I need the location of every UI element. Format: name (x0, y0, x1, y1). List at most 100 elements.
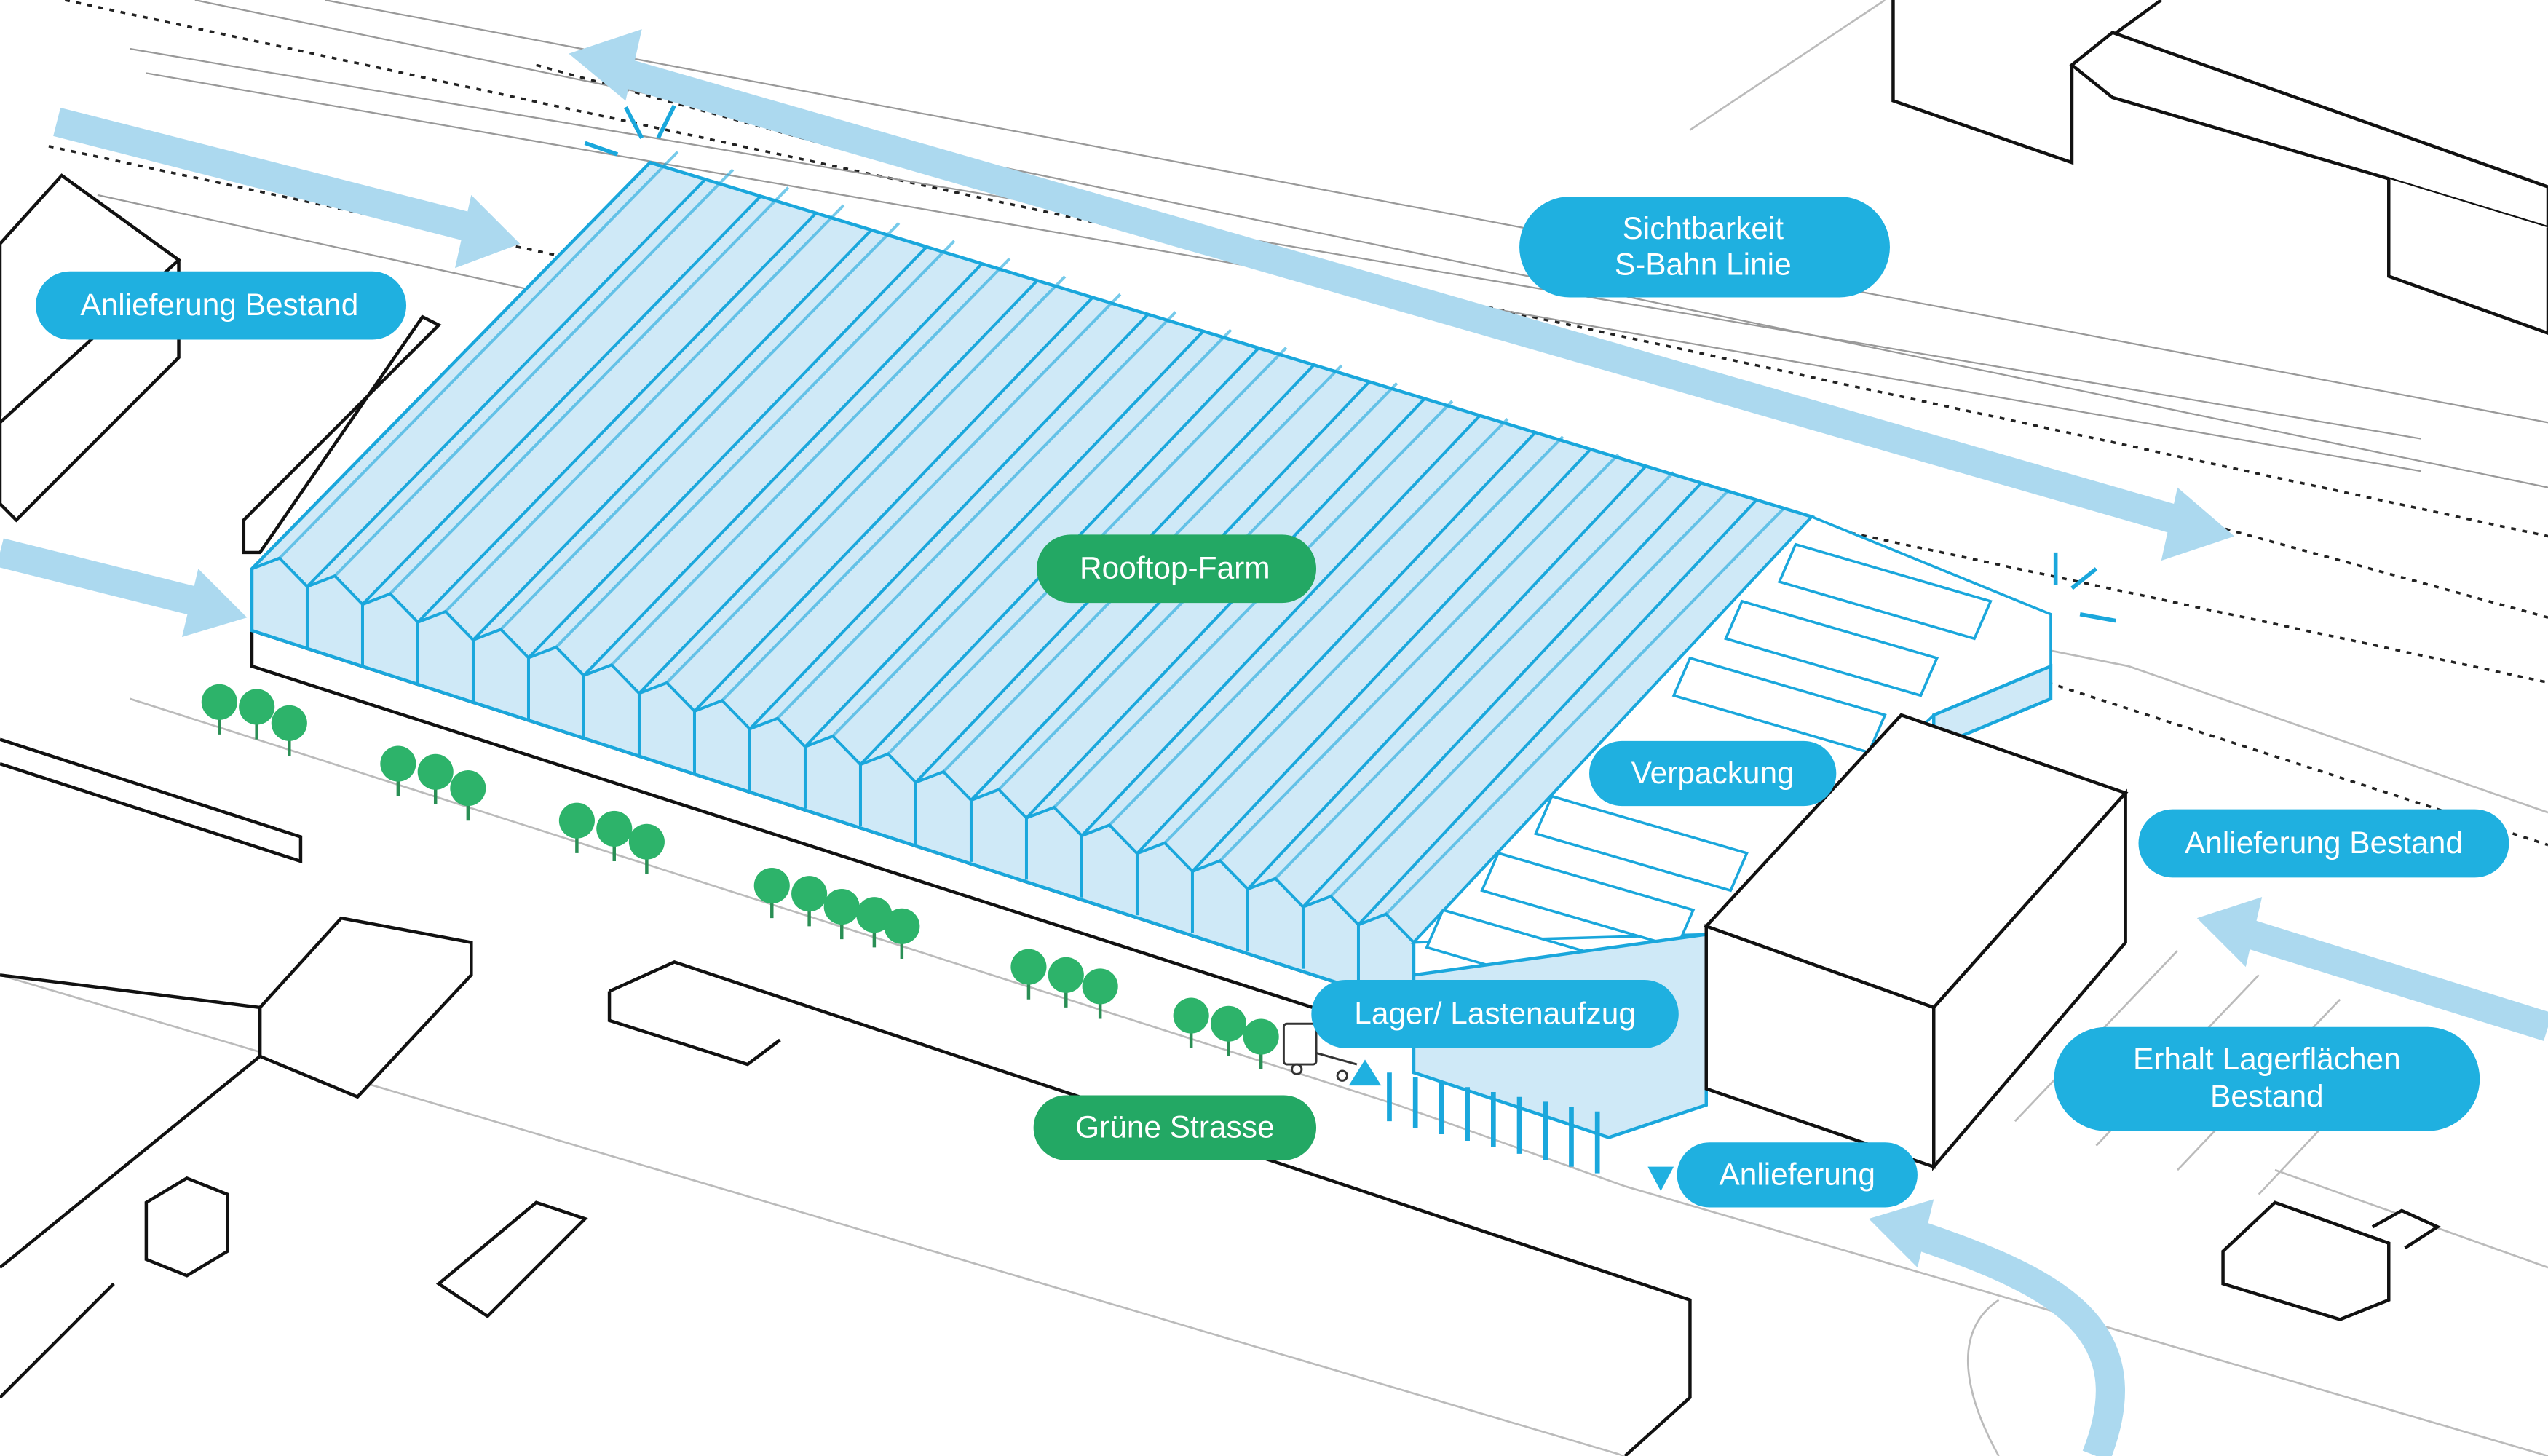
greenhouse-gable (1136, 841, 1194, 873)
greenhouse-valley (1053, 400, 1454, 809)
label-text: S-Bahn Linie (1615, 247, 1792, 281)
tree-icon (791, 876, 828, 912)
tree-icon (1082, 968, 1118, 1005)
label-gruene-strasse: Grüne Strasse (1033, 1095, 1317, 1160)
label-text: Anlieferung (1719, 1157, 1875, 1191)
trees (201, 684, 1279, 1069)
tree-icon (628, 823, 665, 860)
label-anlieferung: Anlieferung (1677, 1142, 1918, 1208)
greenhouse-valley (1385, 507, 1786, 916)
tree-icon (823, 888, 860, 925)
greenhouse-gable (528, 645, 585, 677)
label-text: Anlieferung Bestand (2185, 826, 2463, 860)
greenhouse-ridge (1191, 448, 1592, 873)
greenhouse-ridge (638, 280, 1039, 695)
greenhouse-ridge (1357, 499, 1758, 926)
greenhouse-ridge (250, 161, 652, 570)
greenhouse-gable (638, 681, 696, 713)
greenhouse-valley (499, 222, 901, 630)
label-rooftop-farm: Rooftop-Farm (1037, 534, 1317, 604)
greenhouse-valley (831, 328, 1233, 737)
tree-icon (1048, 957, 1084, 993)
greenhouse-valley (776, 311, 1177, 720)
visibility-sparkle-icon (584, 104, 2116, 623)
greenhouse-ridge (527, 245, 928, 659)
greenhouse-ridge (748, 313, 1150, 730)
flow-arrows (0, 29, 2548, 1456)
rooftop-farm-greenhouse (250, 151, 1815, 1042)
greenhouse-ridge (1080, 414, 1481, 837)
greenhouse-valley (555, 240, 956, 649)
arrow-delivery-left (0, 538, 199, 616)
greenhouse-gable (362, 592, 419, 623)
greenhouse-valley (665, 275, 1067, 684)
greenhouse-ridge (361, 195, 762, 606)
greenhouse-valley (278, 151, 679, 560)
greenhouse-gable (915, 769, 973, 802)
arrow-delivery-bottom (1912, 1221, 2125, 1456)
greenhouse-ridge (804, 330, 1205, 748)
truck-icon (1282, 1022, 1358, 1082)
greenhouse-valley (1219, 453, 1620, 862)
greenhouse-gable (970, 788, 1028, 819)
tree-icon (271, 705, 307, 741)
tree-icon (239, 689, 275, 725)
elevator-marker-icon (1348, 1059, 1382, 1086)
tree-icon (596, 810, 633, 847)
label-text: Sichtbarkeit (1623, 211, 1784, 245)
greenhouse-gable (1026, 805, 1083, 837)
label-text: Lager/ Lastenaufzug (1354, 996, 1636, 1030)
greenhouse-ridge (416, 212, 818, 623)
greenhouse-gable (1247, 877, 1305, 909)
tree-icon (884, 908, 920, 944)
tree-icon (753, 867, 790, 904)
greenhouse-gable (804, 734, 862, 766)
tree-icon (558, 802, 595, 839)
greenhouse-valley (444, 204, 845, 613)
greenhouse-gable (1192, 858, 1249, 890)
greenhouse-ridge (1246, 464, 1647, 890)
greenhouse-ridge (582, 262, 984, 677)
delivery-marker-icon (1647, 1166, 1674, 1192)
label-sichtbarkeit-sbahn: Sichtbarkeit S-Bahn Linie (1519, 197, 1890, 298)
greenhouse-valley (389, 186, 790, 595)
greenhouse-valley (1329, 488, 1730, 898)
tree-icon (856, 897, 893, 933)
greenhouse-valley (333, 168, 735, 577)
greenhouse-gable (583, 663, 641, 695)
label-text: Bestand (2210, 1079, 2324, 1113)
solar-panel (1724, 599, 1939, 697)
greenhouse-valley (1108, 417, 1509, 826)
arrow-sbahn (621, 59, 2182, 534)
storage-building (1703, 713, 2129, 1171)
label-text: Rooftop-Farm (1080, 551, 1270, 585)
greenhouse-gable (694, 698, 751, 730)
label-text: Grüne Strasse (1075, 1110, 1274, 1144)
greenhouse-ridge (693, 296, 1094, 713)
greenhouse-gable (1302, 894, 1360, 926)
label-text: Erhalt Lagerflächen (2133, 1042, 2401, 1076)
label-verpackung: Verpackung (1589, 740, 1837, 807)
tree-icon (1010, 949, 1047, 985)
greenhouse-gable (417, 609, 475, 641)
label-text: Anlieferung Bestand (80, 288, 358, 322)
greenhouse-valley (1274, 471, 1675, 880)
greenhouse-ridge (472, 229, 873, 641)
solar-panel (1533, 794, 1749, 893)
greenhouse-ridge (1025, 397, 1426, 819)
greenhouse-ridge (1302, 482, 1703, 909)
greenhouse-gable (472, 628, 530, 659)
greenhouse-gable (860, 752, 917, 784)
solar-panel (1777, 542, 1993, 641)
label-text: Verpackung (1631, 756, 1795, 790)
greenhouse-ridge (1136, 431, 1537, 855)
tree-icon (450, 770, 486, 807)
greenhouse-ridge (306, 178, 707, 588)
tree-icon (417, 753, 454, 790)
greenhouse-valley (1163, 435, 1564, 844)
greenhouse-gable (749, 716, 807, 748)
arrow-delivery-top-left (53, 107, 475, 242)
tree-icon (1210, 1005, 1247, 1042)
